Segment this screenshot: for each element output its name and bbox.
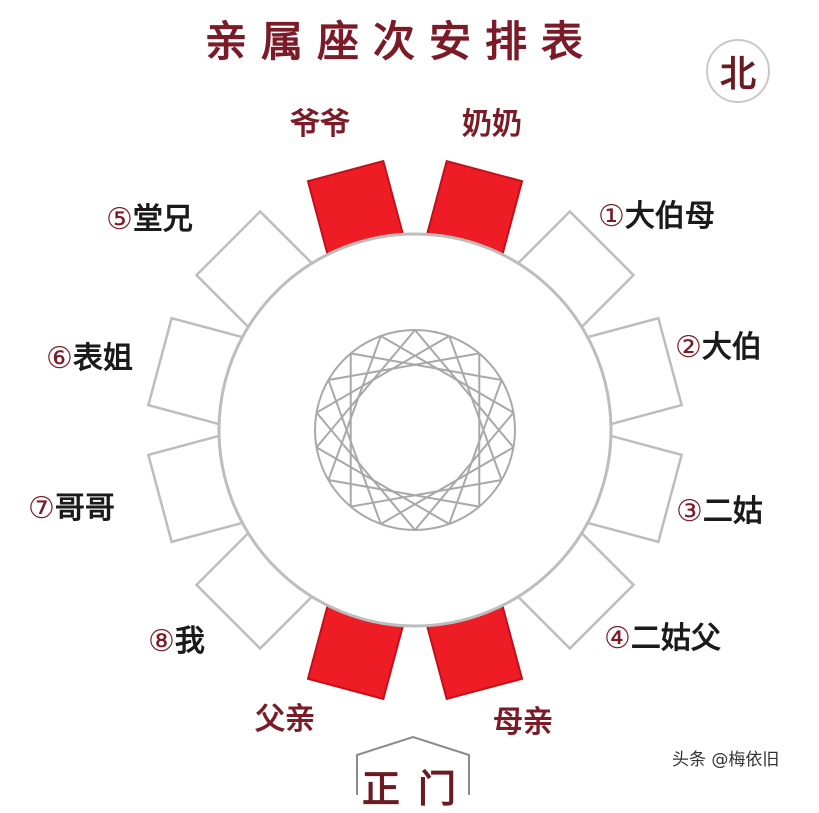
label-father: 父亲 [255, 702, 315, 737]
label-seat-8: ⑧我 [148, 624, 205, 659]
label-seat-4: ④二姑父 [604, 621, 721, 656]
label-mother: 母亲 [493, 705, 553, 740]
page-title: 亲属座次安排表 [205, 17, 598, 66]
label-seat-7: ⑦哥哥 [28, 491, 115, 526]
round-table [217, 232, 613, 628]
label-seat-2: ②大伯 [675, 330, 762, 365]
watermark: 头条 @梅依旧 [672, 750, 780, 770]
label-grandmother: 奶奶 [462, 107, 522, 142]
north-label: 北 [719, 54, 756, 95]
table-center-pattern [314, 329, 516, 531]
label-seat-1: ①大伯母 [598, 199, 715, 234]
seating-diagram [146, 159, 684, 701]
label-seat-6: ⑥表姐 [46, 341, 133, 376]
north-compass-badge: 北 [706, 39, 770, 103]
entrance-marker [356, 735, 470, 795]
label-seat-3: ③二姑 [676, 494, 763, 529]
label-grandfather: 爷爷 [290, 107, 350, 142]
entrance-label: 正门 [362, 767, 475, 811]
label-seat-5: ⑤堂兄 [106, 202, 193, 237]
